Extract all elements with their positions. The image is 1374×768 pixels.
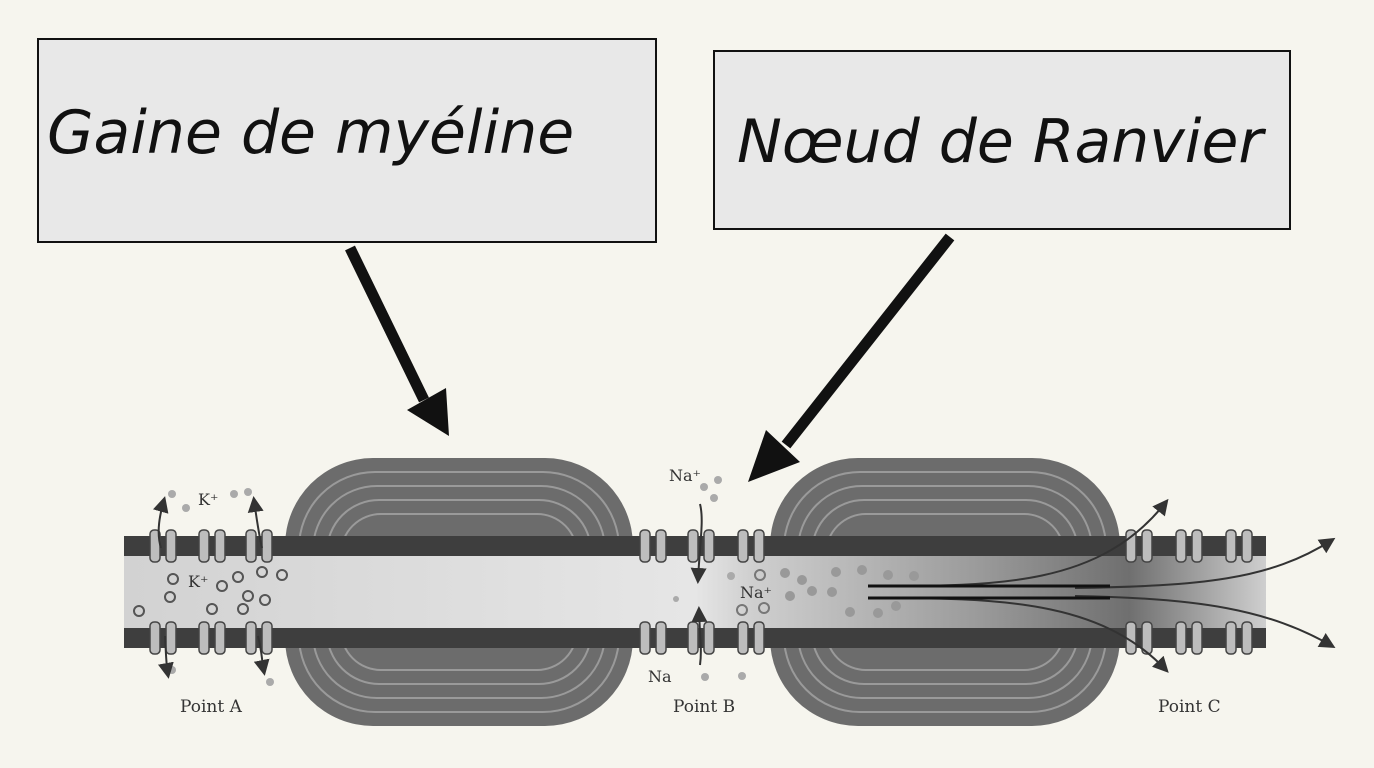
channel-c4 xyxy=(1125,621,1153,655)
channel-b6 xyxy=(737,621,765,655)
axon-core xyxy=(124,556,1266,628)
sodium-label-bottom: Na xyxy=(648,667,672,686)
potassium-label-outside: K⁺ xyxy=(198,490,219,509)
potassium-label-inside: K⁺ xyxy=(188,572,209,591)
point-a-label: Point A xyxy=(180,697,242,717)
channel-b1 xyxy=(639,529,667,563)
node-pointer-arrow xyxy=(748,233,955,482)
channel-b2 xyxy=(687,529,715,563)
channel-a3 xyxy=(245,529,273,563)
current-lines xyxy=(868,584,1110,600)
channel-c2 xyxy=(1175,529,1203,563)
myelin-sheath-label: Gaine de myéline xyxy=(47,98,575,168)
ion-channels xyxy=(149,529,1253,655)
myelin-sheath-label-box: Gaine de myéline xyxy=(37,38,657,243)
point-b-label: Point B xyxy=(673,697,736,717)
sodium-label-outside: Na⁺ xyxy=(669,466,701,485)
channel-c3 xyxy=(1225,529,1253,563)
node-of-ranvier-label-box: Nœud de Ranvier xyxy=(713,50,1291,230)
node-of-ranvier-label: Nœud de Ranvier xyxy=(737,107,1264,177)
channel-c6 xyxy=(1225,621,1253,655)
channel-a4 xyxy=(149,621,177,655)
point-c-label: Point C xyxy=(1158,697,1221,717)
channel-a2 xyxy=(198,529,226,563)
channel-b4 xyxy=(639,621,667,655)
potassium-ions xyxy=(133,488,288,686)
channel-a5 xyxy=(198,621,226,655)
myelin-pointer-arrow xyxy=(345,245,449,436)
channel-b3 xyxy=(737,529,765,563)
sodium-ions xyxy=(673,476,919,681)
sodium-label-inside: Na⁺ xyxy=(740,583,772,602)
channel-c5 xyxy=(1175,621,1203,655)
channel-a6 xyxy=(245,621,273,655)
